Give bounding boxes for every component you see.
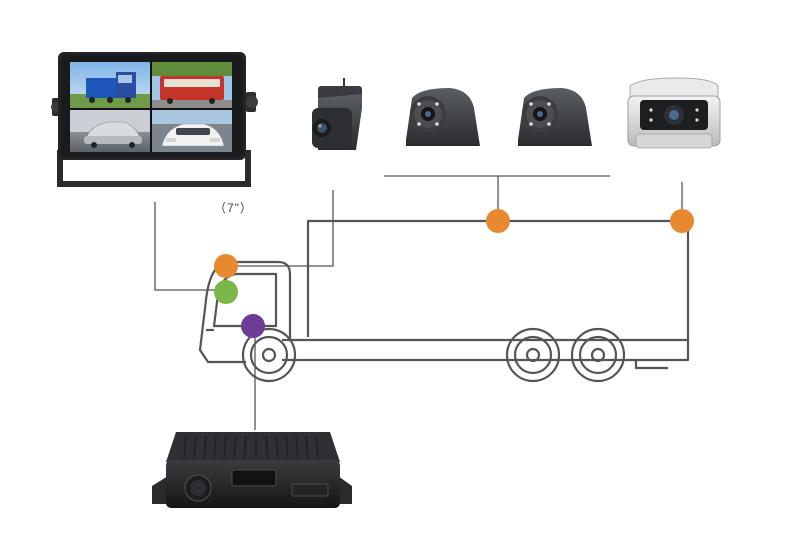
rear-view-camera <box>627 77 721 149</box>
connector-dots <box>214 209 694 338</box>
connector-dot-green <box>214 280 238 304</box>
side-mount-camera <box>518 88 592 146</box>
connector-dot-orange <box>214 254 238 278</box>
screen-view-white-car <box>152 110 232 152</box>
connector-dot-purple <box>241 314 265 338</box>
screen-view-silver-car <box>70 110 150 152</box>
mobile-dvr <box>152 432 352 508</box>
side-mount-camera <box>406 88 480 146</box>
connector-dot-orange <box>486 209 510 233</box>
screen-view-red-bus <box>152 62 232 108</box>
truck-outline <box>198 219 690 383</box>
monitor-size-label: （7"） <box>214 201 253 215</box>
dome-camera-cable <box>238 190 334 267</box>
wiring <box>154 175 683 430</box>
dome-mini-camera <box>312 78 362 150</box>
monitor-cable <box>154 202 218 291</box>
connector-dot-orange <box>670 209 694 233</box>
screen-view-blue-truck <box>70 62 150 108</box>
quad-monitor <box>51 52 258 187</box>
